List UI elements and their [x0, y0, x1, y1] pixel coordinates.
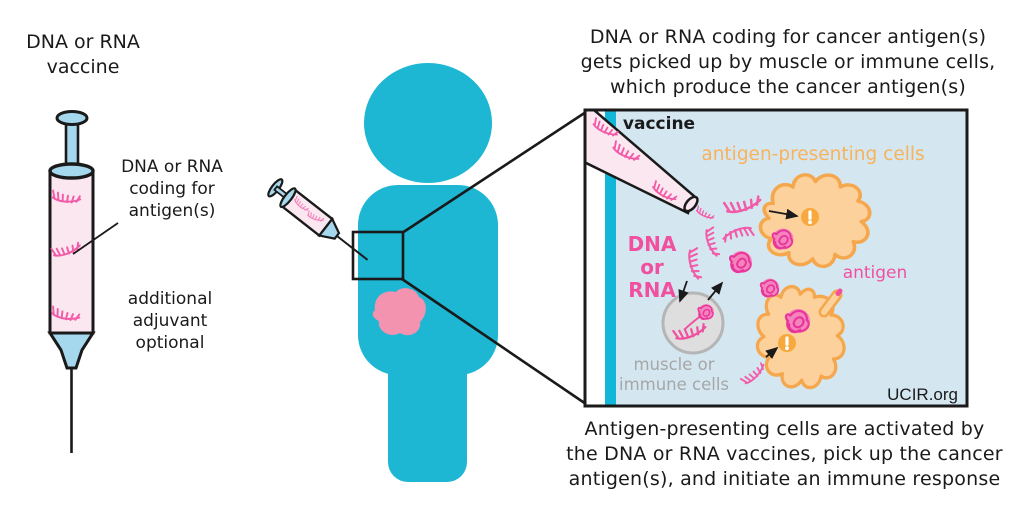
top-caption: DNA or RNA coding for cancer antigen(s) …	[580, 26, 996, 98]
antigen-panel-label: antigen	[842, 263, 908, 283]
apc-cell-top	[754, 164, 877, 276]
zoom-box	[351, 230, 405, 281]
arrow-into-cell	[678, 280, 689, 303]
dna-rna-panel-label: DNA or RNA	[627, 232, 677, 302]
human-head	[364, 63, 492, 183]
vaccine-panel-label: vaccine	[622, 114, 696, 134]
muscle-cells-panel-label: muscle or immune cells	[618, 355, 730, 394]
tumor-blob	[372, 288, 426, 336]
antigen-blob-icon	[759, 277, 781, 299]
apc-cell-bottom	[750, 282, 851, 393]
muscle-cell	[661, 280, 725, 355]
credit-label: UCIR.org	[887, 385, 958, 404]
antigen-blob-icon	[697, 303, 715, 321]
plunger-top	[55, 110, 89, 126]
bottom-caption: Antigen-presenting cells are activated b…	[566, 418, 1003, 490]
injection-syringe	[267, 178, 369, 261]
exclamation-icon	[776, 332, 798, 354]
arrow	[768, 208, 799, 220]
zoom-panel	[583, 108, 969, 408]
arrow-out-of-cell	[707, 281, 724, 301]
apc-panel-label: antigen-presenting cells	[701, 144, 925, 165]
antigen-blob-icon	[771, 227, 795, 251]
antigen-blob-icon	[784, 307, 812, 335]
human-legs	[388, 340, 467, 482]
exclamation-icon	[799, 206, 821, 228]
skin-stripe	[605, 111, 616, 405]
large-syringe	[47, 110, 119, 453]
connector-line-top	[401, 110, 587, 235]
panel-border	[583, 108, 969, 408]
barrel-rim	[48, 162, 95, 180]
adjuvant-note: additional adjuvant optional	[127, 289, 213, 353]
syringe-taper	[47, 331, 96, 370]
needle-cone	[586, 111, 696, 215]
antigen-blob-icon	[729, 250, 753, 274]
connector-line-bottom	[401, 277, 587, 406]
syringe-content-label: DNA or RNA coding for antigen(s)	[121, 157, 223, 221]
needle-tip-opening	[683, 195, 699, 213]
label-pointer-line	[72, 222, 119, 255]
captured-antigen-tip	[835, 288, 843, 296]
arrow	[765, 346, 779, 360]
human-figure	[358, 63, 498, 482]
vaccine-title: DNA or RNA vaccine	[26, 31, 140, 78]
